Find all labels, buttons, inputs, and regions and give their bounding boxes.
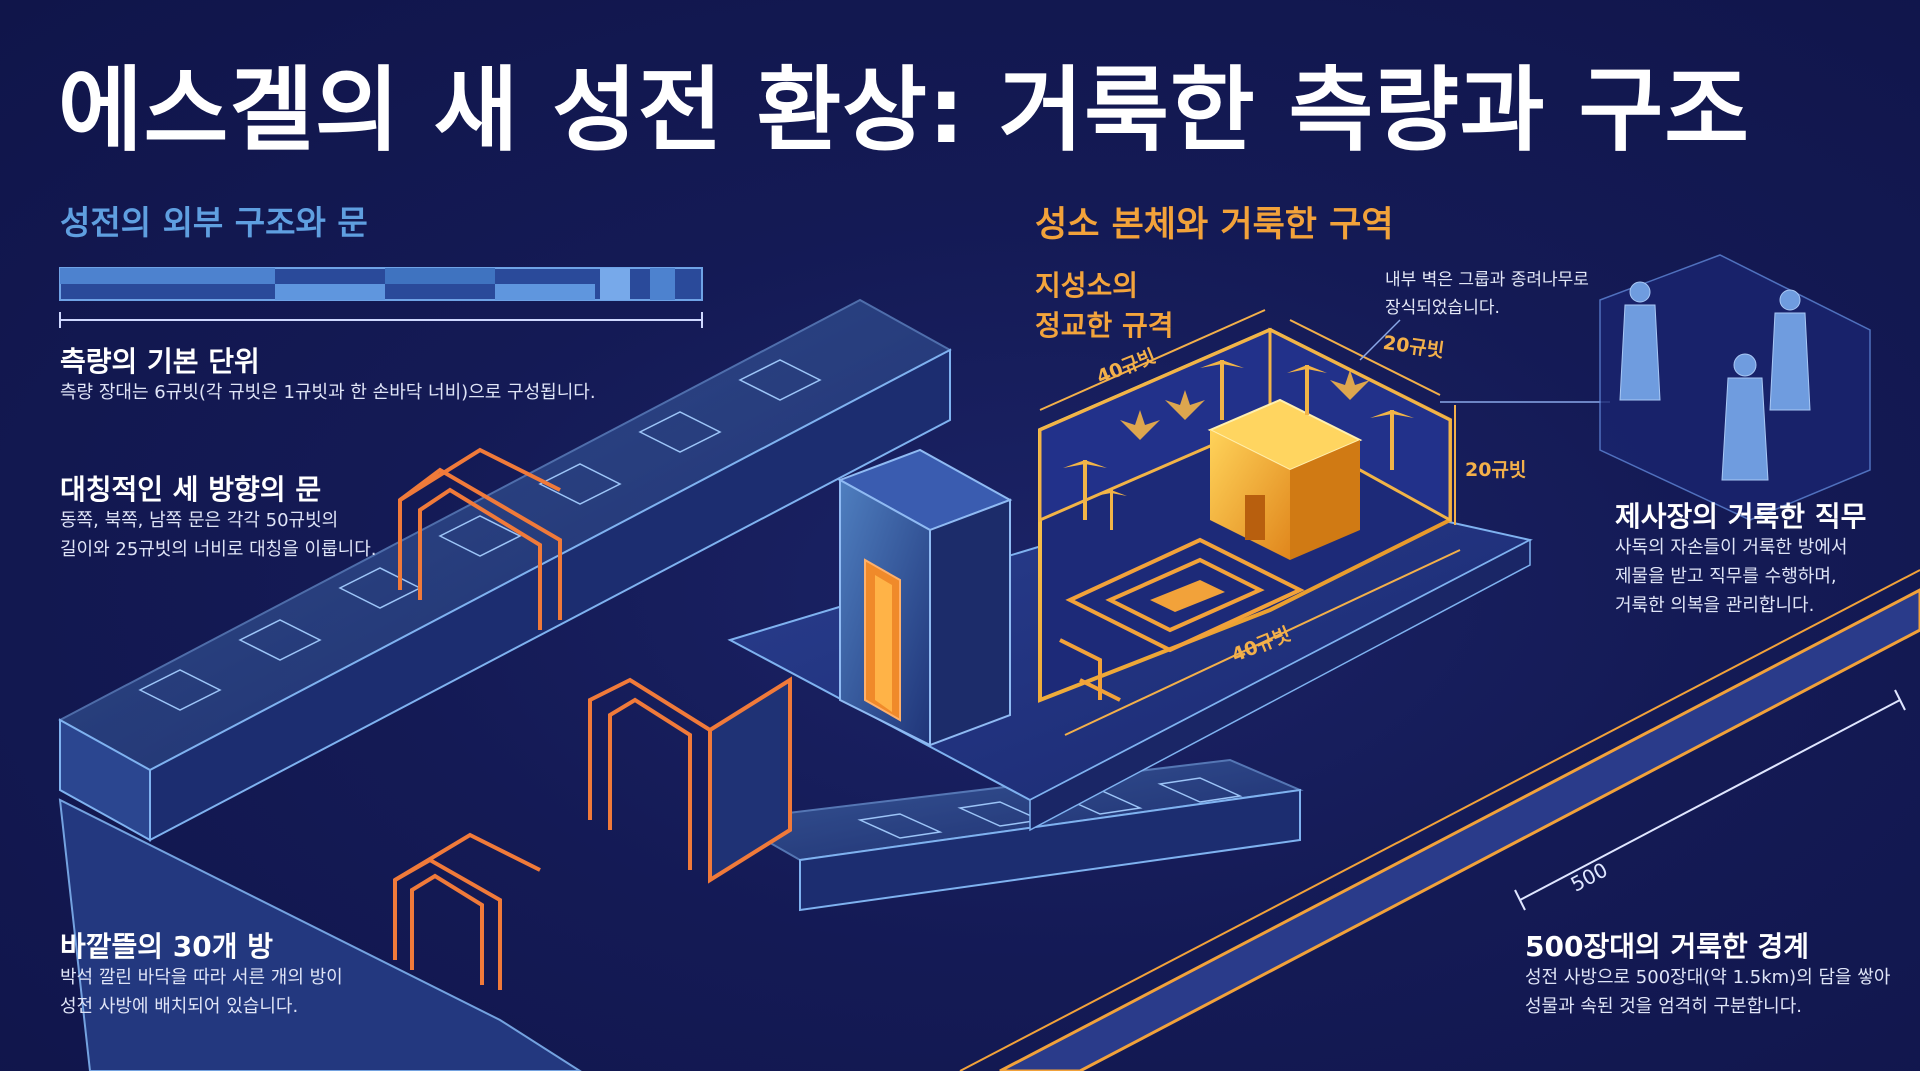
- gate-south: [393, 832, 541, 990]
- priests-text: 사독의 자손들이 거룩한 방에서 제물을 받고 직무를 수행하며, 거룩한 의복…: [1615, 537, 1848, 616]
- section-heading-sanctuary: 성소 본체와 거룩한 구역: [1035, 205, 1394, 245]
- priests-illustration: [1599, 254, 1871, 521]
- temple-porch: [837, 448, 1013, 747]
- dimension-lines: [1039, 309, 1461, 736]
- chambers-heading: 바깥뜰의 30개 방: [60, 930, 274, 963]
- measuring-rod: [59, 267, 703, 328]
- boundary-heading: 500장대의 거룩한 경계: [1525, 930, 1810, 963]
- sanctuary: [1038, 327, 1452, 703]
- unit-text: 측량 장대는 6규빗(각 규빗은 1규빗과 한 손바닥 너비)으로 구성됩니다.: [60, 382, 596, 403]
- boundary-wall: [959, 569, 1920, 1071]
- priests-heading: 제사장의 거룩한 직무: [1615, 500, 1867, 533]
- gates-heading: 대칭적인 세 방향의 문: [60, 473, 322, 506]
- boundary-text: 성전 사방으로 500장대(약 1.5km)의 담을 쌓아 성물과 속된 것을 …: [1525, 967, 1891, 1017]
- gate-north: [398, 447, 562, 630]
- connector-line: [1359, 319, 1610, 403]
- unit-heading: 측량의 기본 단위: [60, 345, 260, 378]
- wall-decoration-note: 내부 벽은 그룹과 종려나무로 장식되었습니다.: [1385, 270, 1589, 318]
- page-title: 에스겔의 새 성전 환상: 거룩한 측량과 구조: [58, 57, 1750, 164]
- gates-text: 동쪽, 북쪽, 남쪽 문은 각각 50규빗의 길이와 25규빗의 너비로 대칭을…: [60, 510, 377, 560]
- holy-of-holies-label: 지성소의 정교한 규격: [1035, 269, 1174, 342]
- dimension-right-side: 20규빗: [1465, 459, 1527, 481]
- gate-east: [588, 676, 792, 884]
- outer-court-chambers: [57, 298, 1304, 1071]
- chambers-text: 박석 깔린 바닥을 따라 서른 개의 방이 성전 사방에 배치되어 있습니다.: [60, 967, 343, 1017]
- section-heading-exterior: 성전의 외부 구조와 문: [60, 203, 368, 242]
